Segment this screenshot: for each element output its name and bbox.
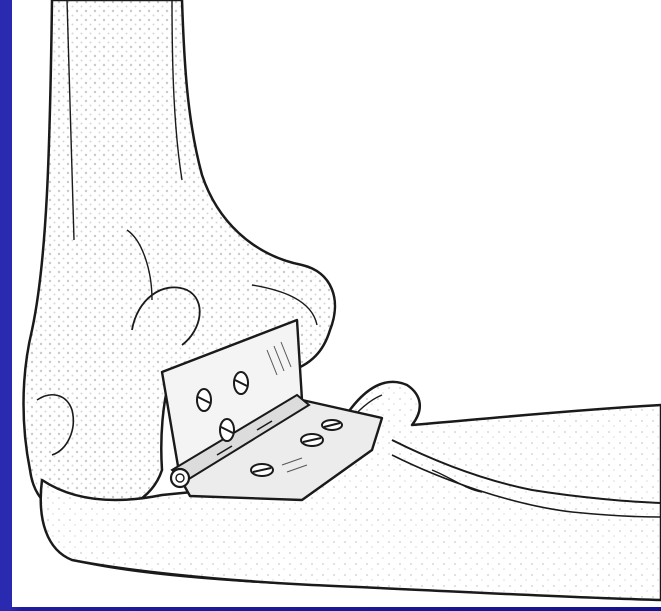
- elbow-hinge-illustration: [12, 0, 661, 607]
- illustration-svg: [12, 0, 661, 607]
